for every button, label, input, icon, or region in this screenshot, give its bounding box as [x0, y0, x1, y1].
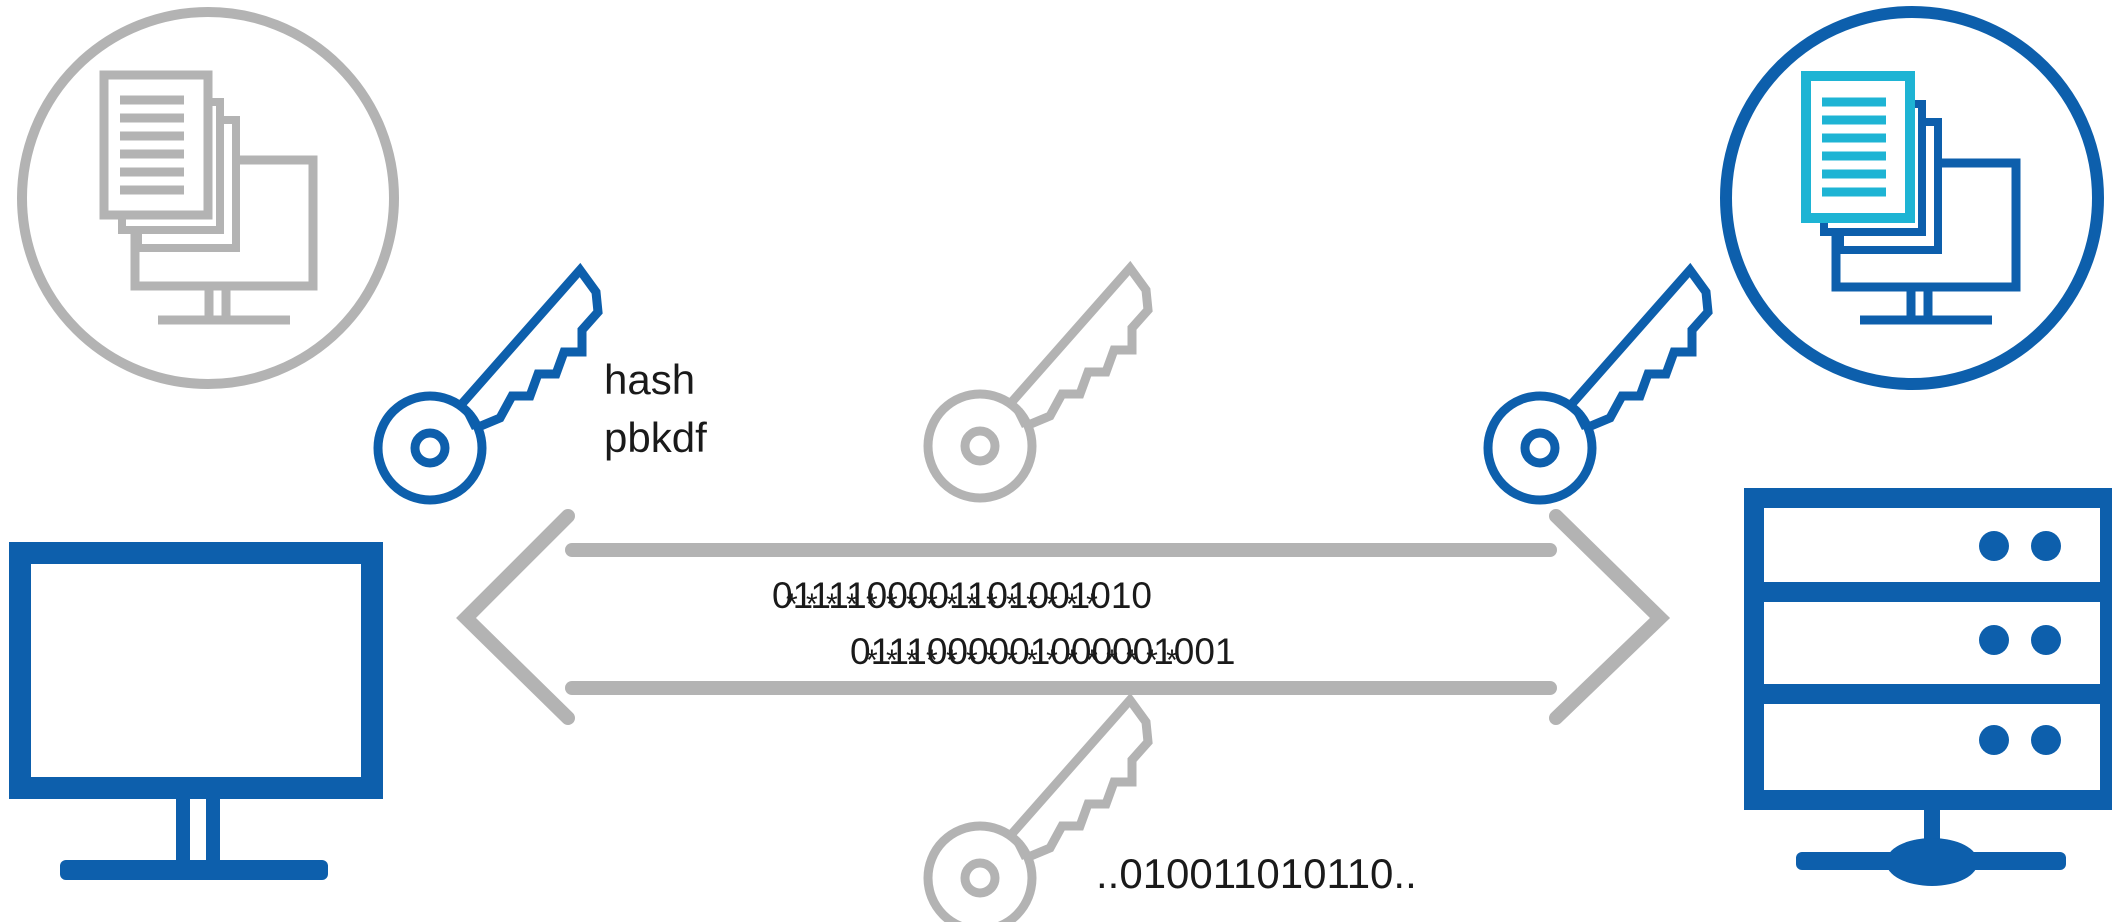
key-icon [378, 270, 598, 500]
monitor-icon [9, 542, 383, 880]
remote-computer-gray-icon [17, 7, 399, 389]
remote-computer-blue-icon [1720, 6, 2104, 390]
lower-star-overlay: * * * * * * * * * * * * * * * * [866, 644, 1178, 677]
double-headed-arrow-icon [456, 509, 1671, 725]
key-bits-label: ..010011010110.. [1096, 850, 1417, 897]
server-rack-icon [1744, 488, 2112, 886]
pbkdf-label: pbkdf [604, 414, 707, 461]
hash-label: hash [604, 356, 695, 403]
upper-star-overlay: * * * * * * * * * * * * * * * * [786, 588, 1098, 621]
key-icon [928, 268, 1148, 498]
key-icon [1488, 270, 1708, 500]
lower-bit-string: 0111000001000001001 [850, 631, 1235, 672]
upper-bit-string: 0111100001101001010 [772, 575, 1152, 616]
